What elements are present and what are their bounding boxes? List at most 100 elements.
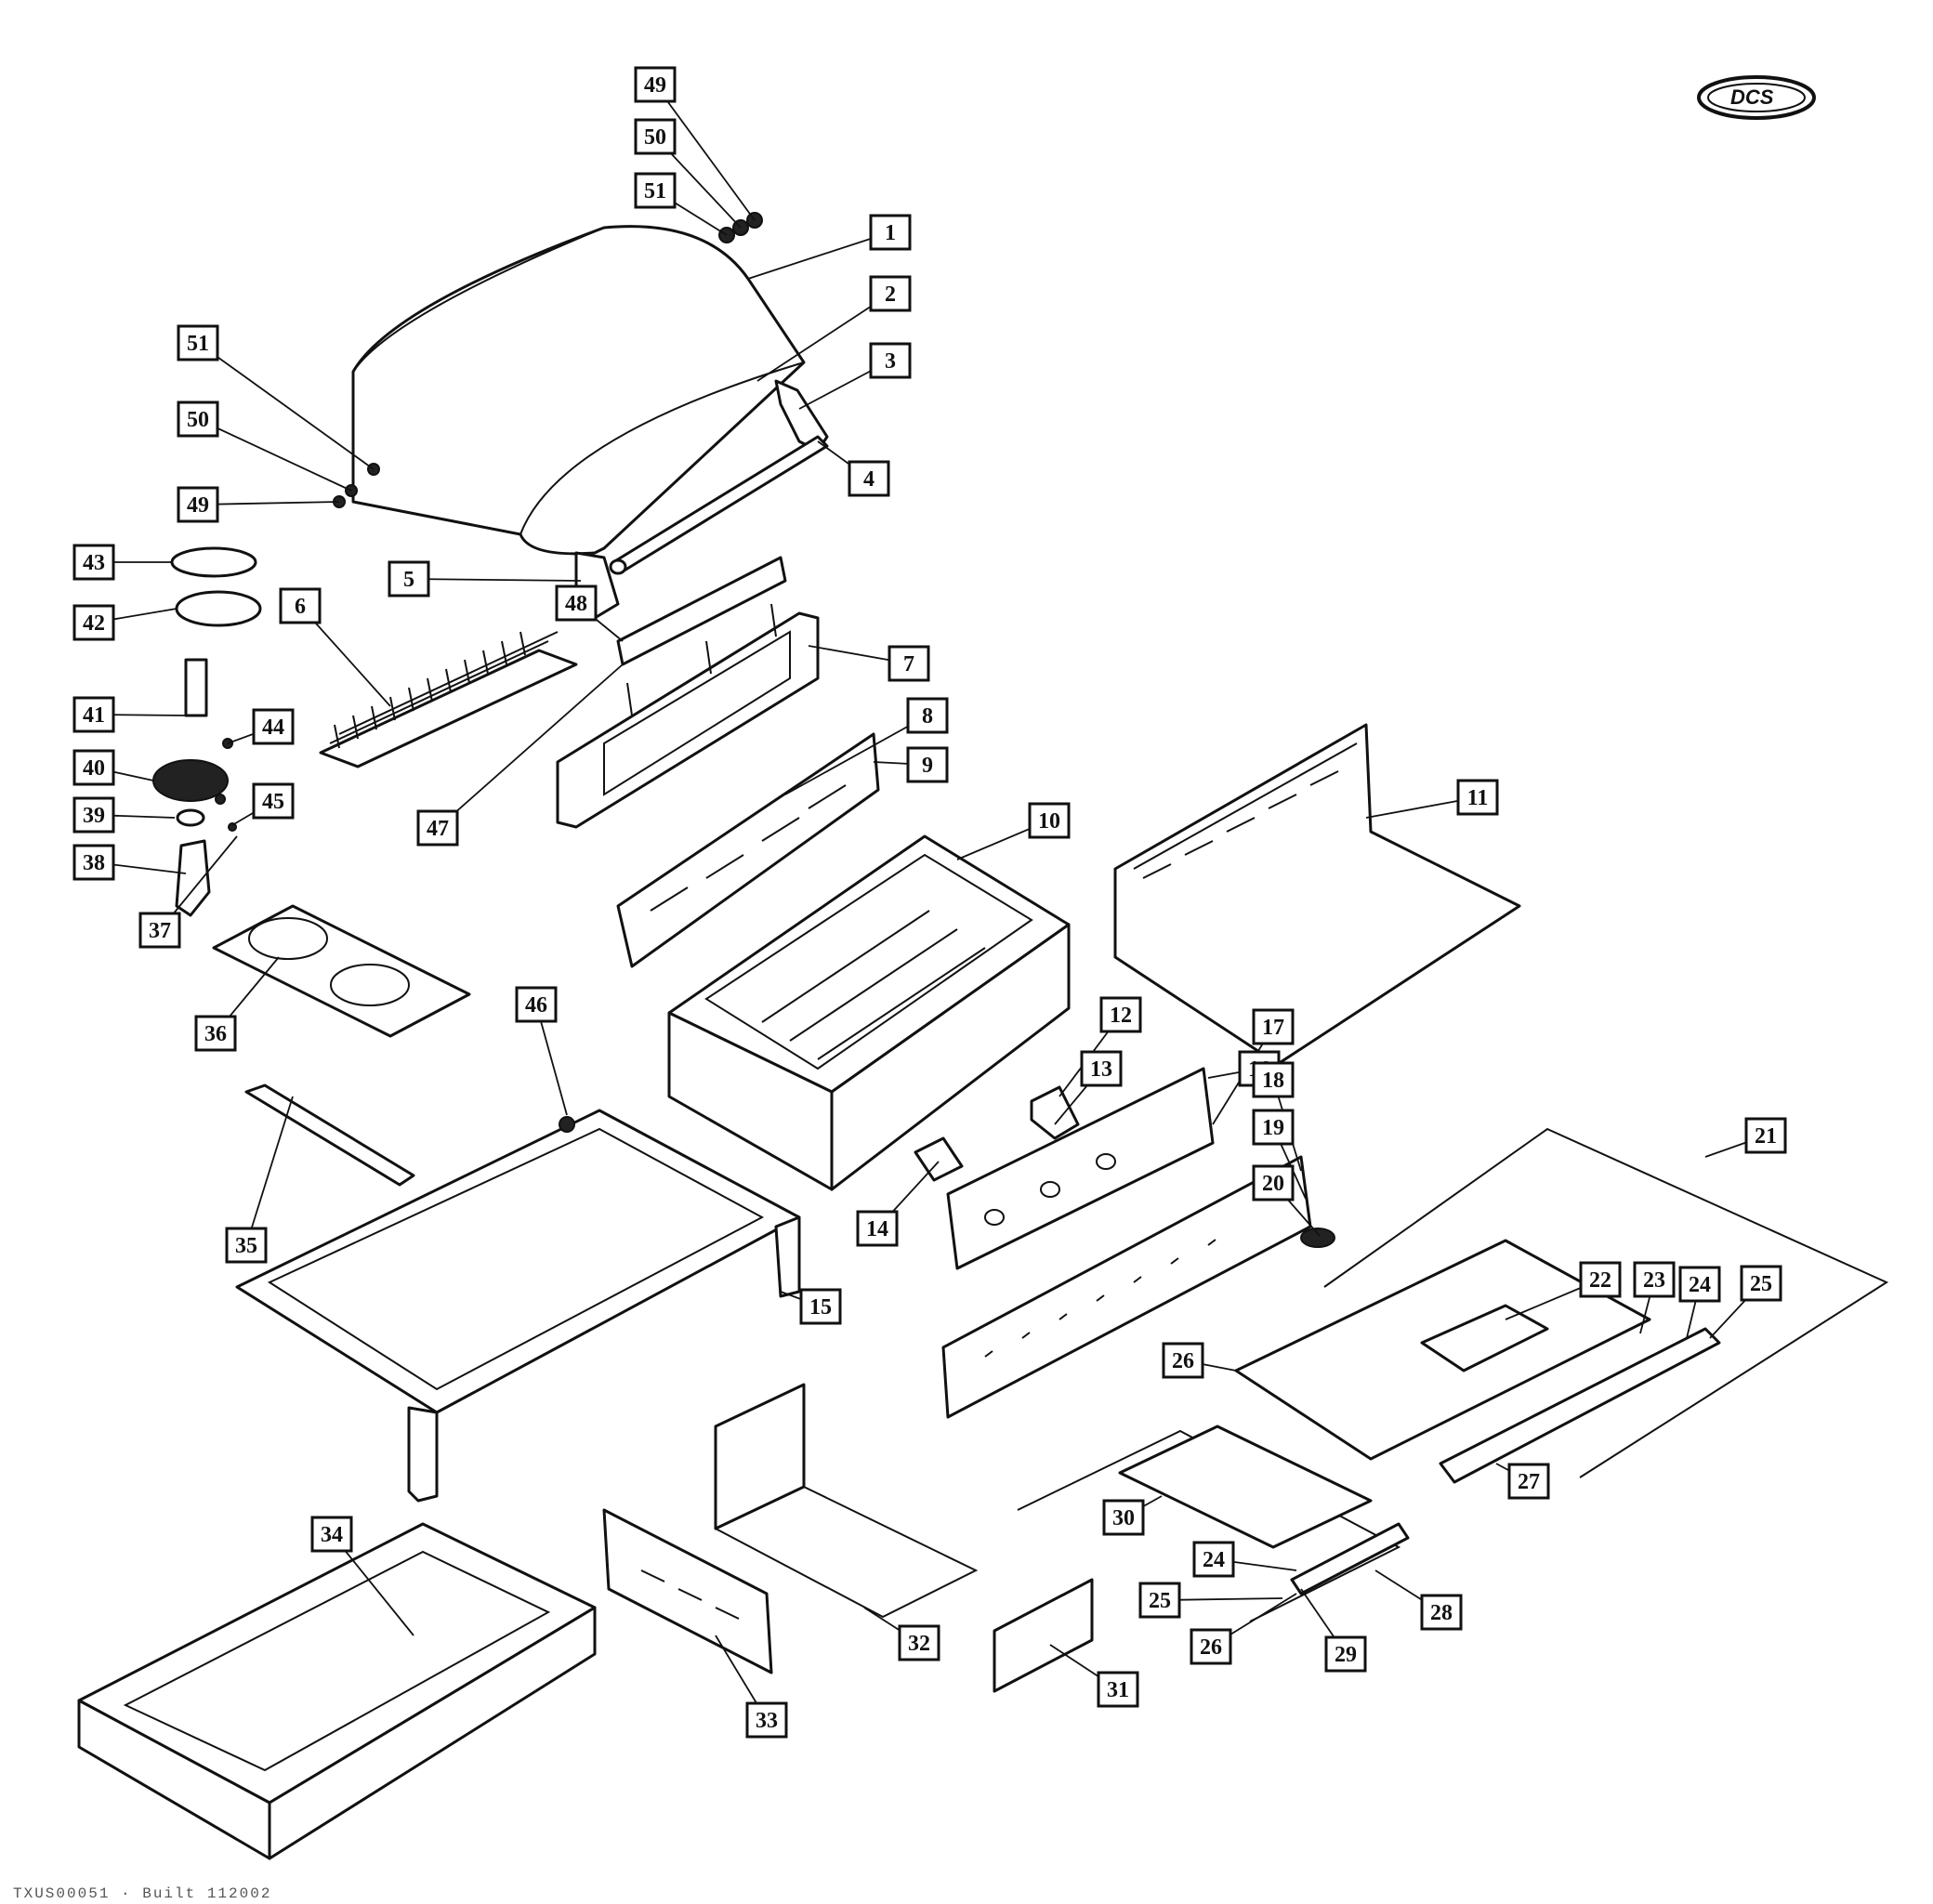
callout-box	[72, 844, 115, 881]
callout-box	[1097, 1671, 1139, 1708]
part-side-panel	[1113, 723, 1521, 1066]
callout-number: 33	[756, 1709, 778, 1733]
leader-line-c51b	[197, 342, 375, 470]
callout-number: 25	[1149, 1589, 1171, 1613]
callout-number: 26	[1200, 1635, 1222, 1660]
callout-number: 26	[1172, 1349, 1194, 1373]
part-front-fascia	[941, 1155, 1312, 1419]
callout-box	[1507, 1463, 1550, 1500]
callout-box	[1102, 1499, 1145, 1536]
callout-box	[72, 696, 115, 733]
callout-box	[72, 796, 115, 834]
leader-line-c49a	[654, 84, 756, 221]
callout-c38: 38	[72, 844, 115, 881]
callout-box	[888, 645, 930, 682]
callout-c35: 35	[225, 1227, 268, 1264]
callout-c36: 36	[194, 1015, 237, 1052]
callout-number: 12	[1110, 1004, 1132, 1028]
callout-box	[72, 749, 115, 786]
callout-number: 9	[922, 754, 933, 778]
part-firebox	[667, 834, 1071, 1191]
callout-number: 42	[83, 611, 105, 636]
footer-doc-code: TXUS00051 · Built 112002	[13, 1885, 271, 1902]
leader-line-c1	[747, 231, 891, 280]
part-valve-clip	[914, 1136, 964, 1182]
callout-box	[1099, 996, 1142, 1033]
callout-box	[1456, 779, 1499, 816]
callout-number: 43	[83, 551, 105, 575]
callout-box	[634, 66, 677, 103]
callout-c30: 30	[1102, 1499, 1145, 1536]
leader-line-c50b	[197, 418, 352, 492]
callout-number: 15	[809, 1295, 832, 1320]
callout-c20: 20	[1252, 1164, 1295, 1201]
leader-line-c8	[784, 715, 928, 795]
callout-number: 13	[1090, 1057, 1112, 1082]
callout-box	[1252, 1008, 1295, 1045]
callout-number: 22	[1589, 1268, 1611, 1293]
callout-box	[869, 275, 912, 312]
callout-box	[1579, 1261, 1622, 1298]
part-heat-shield-bar	[556, 611, 820, 829]
callout-c33: 33	[745, 1701, 788, 1739]
callout-number: 38	[83, 851, 105, 875]
part-bolt	[559, 1116, 575, 1133]
callout-c13: 13	[1080, 1050, 1123, 1087]
part-warming-rack	[319, 631, 578, 768]
callout-c50b: 50	[177, 400, 219, 438]
callout-c49a: 49	[634, 66, 677, 103]
callout-number: 21	[1755, 1124, 1777, 1149]
callout-c8: 8	[906, 697, 949, 734]
callout-box	[1252, 1164, 1295, 1201]
callout-c48: 48	[555, 584, 598, 622]
callout-number: 50	[644, 125, 666, 150]
callout-number: 8	[922, 704, 933, 729]
callout-number: 34	[321, 1523, 343, 1547]
callout-box	[634, 118, 677, 155]
callout-box	[515, 986, 558, 1023]
callout-box	[799, 1288, 842, 1325]
callout-box	[1744, 1117, 1787, 1154]
callout-number: 4	[863, 467, 874, 492]
callout-number: 49	[644, 73, 666, 98]
callout-number: 31	[1107, 1678, 1129, 1702]
callout-box	[1420, 1594, 1463, 1631]
callout-c29: 29	[1324, 1635, 1367, 1673]
part-callouts: 1234567891011121314151617181920212223242…	[72, 66, 1787, 1739]
callout-c50a: 50	[634, 118, 677, 155]
callout-box	[310, 1516, 353, 1553]
callout-number: 14	[866, 1217, 888, 1241]
leader-line-c46	[535, 1004, 568, 1116]
callout-box	[279, 587, 322, 624]
callout-box	[177, 324, 219, 361]
callout-number: 29	[1335, 1643, 1357, 1667]
callout-c23: 23	[1633, 1261, 1676, 1298]
callout-number: 7	[903, 652, 914, 676]
callout-c25a: 25	[1740, 1265, 1782, 1302]
callout-box	[555, 584, 598, 622]
part-cross-brace	[244, 1083, 415, 1187]
callout-box	[1028, 802, 1071, 839]
callout-c51a: 51	[634, 172, 677, 209]
callout-number: 44	[262, 716, 284, 740]
part-manifold-bracket	[1030, 1085, 1080, 1140]
callout-c1: 1	[869, 214, 912, 251]
callout-c40: 40	[72, 749, 115, 786]
callout-c46: 46	[515, 986, 558, 1023]
leader-line-c35	[245, 1096, 294, 1246]
callout-box	[745, 1701, 788, 1739]
callout-box	[1633, 1261, 1676, 1298]
callout-number: 28	[1430, 1601, 1453, 1625]
callout-number: 41	[83, 703, 105, 728]
callout-box	[388, 560, 430, 597]
callout-box	[72, 604, 115, 641]
callout-c32: 32	[898, 1624, 940, 1661]
callout-c22: 22	[1579, 1261, 1622, 1298]
callout-c49b: 49	[177, 486, 219, 523]
part-base-tray	[77, 1522, 597, 1860]
callout-number: 24	[1203, 1548, 1225, 1572]
callout-number: 17	[1262, 1016, 1284, 1040]
callout-number: 1	[885, 221, 896, 245]
